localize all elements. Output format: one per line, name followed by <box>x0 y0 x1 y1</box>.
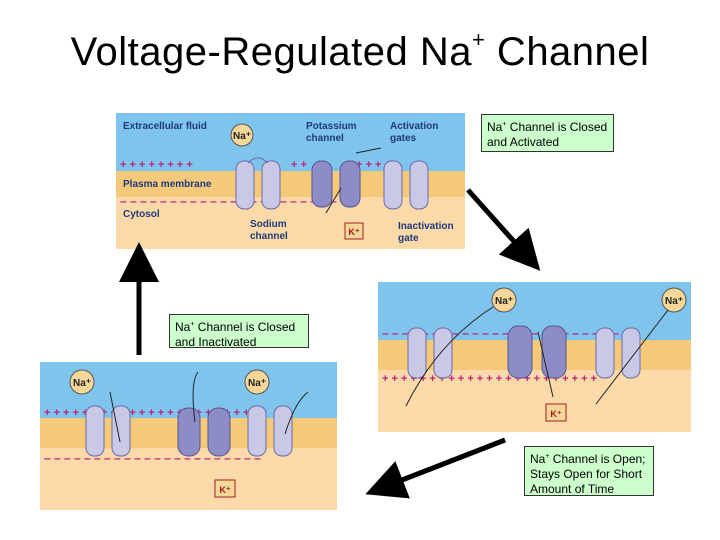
svg-text:+ + + + + + + +: + + + + + + + + <box>120 159 193 171</box>
k-flow-line <box>537 331 554 398</box>
note-closed-inactivated: Na+ Channel is Closed and Inactivated <box>169 314 309 349</box>
k-ion-icon <box>545 403 567 422</box>
k-ion-label: K⁺ <box>219 485 230 495</box>
resting-state-panel: + + + + + + + + + + + + + + – – – – – – … <box>116 113 465 249</box>
sodium-channel-icon-2 <box>383 160 429 210</box>
activation-label-line1: Activation <box>390 121 438 132</box>
sodium-channel-icon <box>85 405 131 457</box>
svg-text:+ + + +: + + + + <box>356 159 391 171</box>
inactivation-label-line1: Inactivation <box>398 221 454 232</box>
title-suffix: Channel <box>485 30 650 74</box>
arrow-to-inactivated-icon <box>365 437 506 499</box>
potassium-label-line1: Potassium <box>306 121 357 132</box>
k-flow-line <box>325 187 342 214</box>
na-ion-icon-2 <box>244 369 270 395</box>
inactivated-state-panel: + + + + + + + + + + + + + + + + + + + + … <box>40 362 337 510</box>
cytosol-region <box>116 197 465 249</box>
extracellular-region <box>116 113 465 171</box>
k-flow-line <box>192 371 199 423</box>
activation-pointer <box>355 147 382 154</box>
sodium-channel-icon <box>235 157 281 210</box>
sodium-label-line2: channel <box>250 231 288 242</box>
potassium-channel-icon <box>311 160 361 208</box>
potassium-channel-icon <box>507 325 567 379</box>
page-title: Voltage-Regulated Na+ Channel <box>0 26 720 75</box>
title-text: Voltage-Regulated Na <box>70 30 472 74</box>
cytosol-label: Cytosol <box>123 209 160 220</box>
open-state-illustration: – – – – – – – – – – – – – – – – – – – – … <box>378 282 691 432</box>
svg-text:+ +: + + <box>291 159 307 171</box>
plasma-membrane-label: Plasma membrane <box>123 179 212 190</box>
na-ion-icon <box>491 287 517 313</box>
svg-text:+ + + + + + + + + + + + + + +: + + + + + + + + + + + + + + + + + + + + … <box>382 373 597 385</box>
k-ion-icon <box>344 222 364 240</box>
na-ion-label: Na⁺ <box>495 296 513 307</box>
inactivation-label-line2: gate <box>398 233 419 244</box>
open-state-panel: – – – – – – – – – – – – – – – – – – – – … <box>378 282 691 432</box>
plus-charges: + + + + + + + + + + + + + + <box>120 159 391 171</box>
k-ion-label: K⁺ <box>348 227 359 237</box>
na-ion-icon-2 <box>661 287 687 313</box>
extracellular-label: Extracellular fluid <box>123 121 207 132</box>
na-flow-line <box>109 391 121 443</box>
k-ion-icon <box>214 479 236 498</box>
activation-label-line2: gates <box>390 133 417 144</box>
potassium-label-line2: channel <box>306 133 344 144</box>
sodium-channel-icon-2 <box>247 405 293 457</box>
sodium-channel-icon-2 <box>595 327 641 379</box>
sodium-channel-icon <box>407 327 453 379</box>
title-superscript: + <box>471 26 486 52</box>
na-flow-line-2 <box>595 309 669 405</box>
membrane-region <box>116 171 465 197</box>
note-open: Na+ Channel is Open; Stays Open for Shor… <box>524 446 654 496</box>
na-ion-icon <box>69 369 95 395</box>
k-ion-label: K⁺ <box>550 409 561 419</box>
na-flow-line <box>405 306 494 407</box>
arrow-to-open-icon <box>466 188 541 271</box>
na-ion-label: Na⁺ <box>73 378 91 389</box>
na-ion-label: Na⁺ <box>233 131 251 142</box>
na-ion-label-2: Na⁺ <box>248 378 266 389</box>
na-ion-icon <box>230 123 254 147</box>
inactivated-state-illustration: + + + + + + + + + + + + + + + + + + + + … <box>40 362 337 510</box>
na-ion-label-2: Na⁺ <box>665 296 683 307</box>
na-flow-line-2 <box>284 391 309 435</box>
note-closed-activated: Na+ Channel is Closed and Activated <box>481 114 614 152</box>
resting-state-illustration: + + + + + + + + + + + + + + – – – – – – … <box>116 113 465 249</box>
sodium-label-line1: Sodium <box>250 219 287 230</box>
